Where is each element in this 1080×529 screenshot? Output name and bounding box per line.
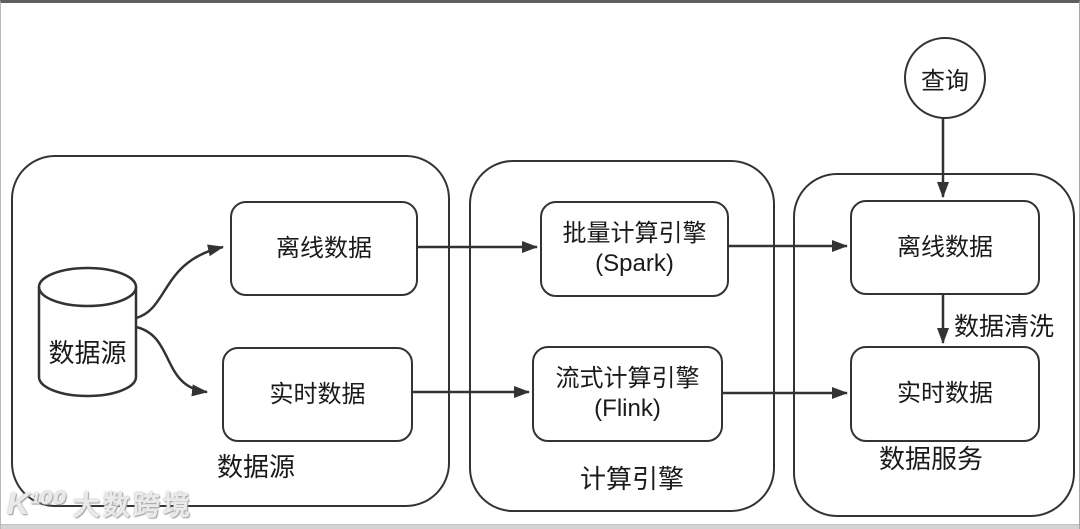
node-stream-compute-engine: 流式计算引擎 (Flink) [532,346,723,442]
bottom-edge-bar [1,524,1079,529]
node-realtime-data-source: 实时数据 [222,347,413,442]
watermark-logo-icon: K¹⁰⁰ [7,485,67,521]
group-label-compute-engine: 计算引擎 [579,464,684,494]
arrow-cylinder-to-realtime [135,325,208,397]
container-data-source [11,155,450,507]
container-compute-engine [469,160,775,512]
node-stream-engine-subtitle: (Flink) [594,395,661,422]
node-offline-data-service: 离线数据 [850,200,1040,295]
datasource-cylinder-label: 数据源 [48,338,127,368]
watermark: K¹⁰⁰ 大数跨境 [7,484,193,523]
group-label-data-service: 数据服务 [878,444,983,474]
group-label-data-source: 数据源 [216,452,295,482]
connector-arrows-layer [37,116,949,399]
watermark-text: 大数跨境 [72,491,193,521]
container-data-service [793,173,1075,517]
database-cylinder-icon [37,266,138,398]
node-offline-data-source-label: 离线数据 [276,234,372,262]
node-realtime-data-service-label: 实时数据 [897,380,993,407]
node-batch-engine-subtitle: (Spark) [595,250,674,277]
node-query-label: 查询 [921,67,969,95]
node-query-circle: 查询 [904,37,986,119]
arrow-cylinder-to-offline [135,244,224,320]
node-offline-data-service-label: 离线数据 [897,233,993,261]
edge-label-data-cleaning: 数据清洗 [954,313,1055,341]
node-batch-compute-engine: 批量计算引擎 (Spark) [540,201,729,297]
node-realtime-data-service: 实时数据 [850,346,1040,442]
node-batch-engine-title: 批量计算引擎 [562,220,707,247]
node-offline-data-source: 离线数据 [230,201,418,296]
node-realtime-data-source-label: 实时数据 [269,380,366,408]
node-stream-engine-title: 流式计算引擎 [555,365,700,392]
